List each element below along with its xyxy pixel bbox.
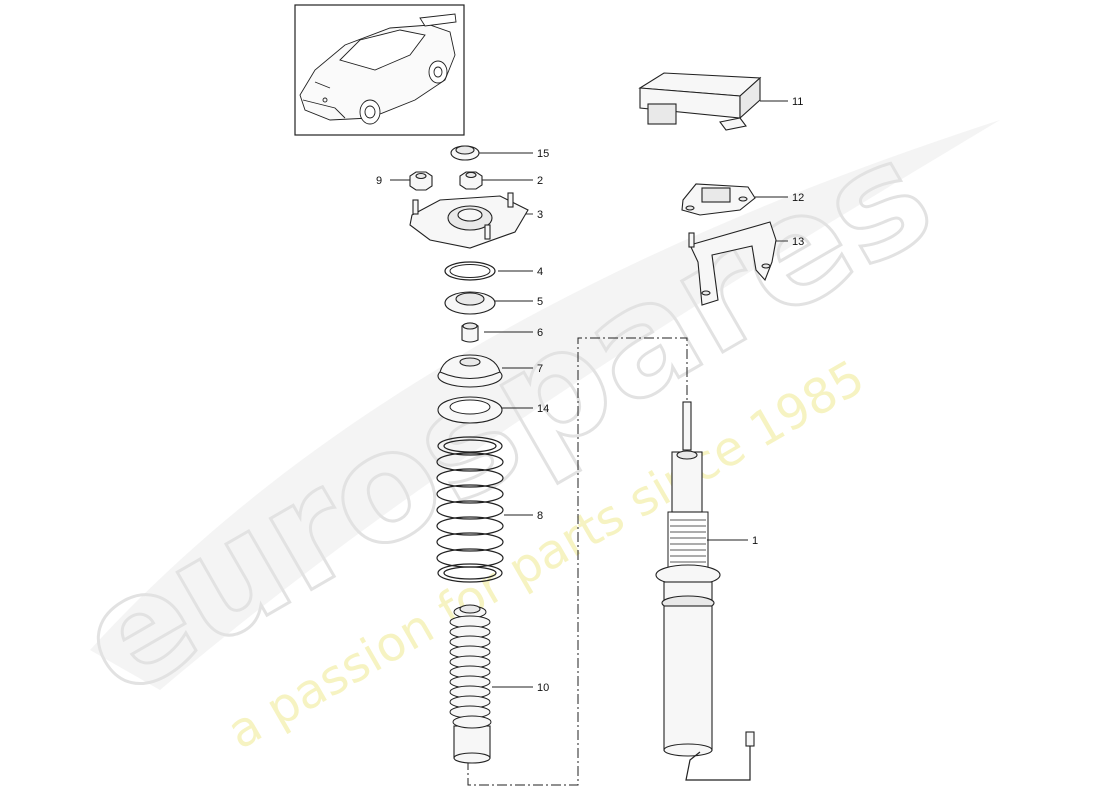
part-3-strut-mount (409, 192, 529, 249)
callout-7: 7 (537, 363, 543, 375)
car-thumbnail-icon (299, 13, 457, 125)
watermark-swoosh (90, 120, 1000, 690)
part-7-spring-seat (437, 354, 503, 388)
callout-4: 4 (537, 266, 543, 278)
part-2-nut (459, 171, 483, 190)
part-8-coil-spring (436, 436, 504, 583)
part-1-shock-absorber (655, 401, 755, 781)
callout-15: 15 (537, 148, 549, 160)
assembly-dashdot-line (467, 337, 688, 786)
callout-10: 10 (537, 682, 549, 694)
part-13-bracket (688, 221, 777, 306)
callout-3: 3 (537, 209, 543, 221)
callout-11: 11 (792, 96, 803, 108)
callout-14: 14 (537, 403, 549, 415)
callout-6: 6 (537, 327, 543, 339)
part-4-ring (444, 261, 496, 281)
watermark: eurospares a passion for parts since 198… (50, 105, 1000, 760)
callouts: 15 2 9 3 4 5 6 7 14 8 10 11 12 13 1 (376, 96, 804, 694)
part-11-control-unit (638, 72, 762, 131)
callout-5: 5 (537, 296, 543, 308)
part-9-nut (409, 171, 433, 191)
callout-13: 13 (792, 236, 804, 248)
part-5-bearing (444, 291, 496, 315)
callout-2: 2 (537, 175, 543, 187)
callout-9: 9 (376, 175, 382, 187)
callout-12: 12 (792, 192, 804, 204)
part-15-cap (450, 145, 480, 161)
car-thumbnail (294, 4, 465, 136)
part-6-bump-stop (461, 322, 479, 343)
part-12-sensor (681, 183, 756, 216)
leader-lines (390, 100, 788, 688)
part-10-bump-boot (449, 604, 492, 764)
callout-8: 8 (537, 510, 543, 522)
part-14-spring-pad (437, 396, 503, 424)
callout-1: 1 (752, 535, 758, 547)
